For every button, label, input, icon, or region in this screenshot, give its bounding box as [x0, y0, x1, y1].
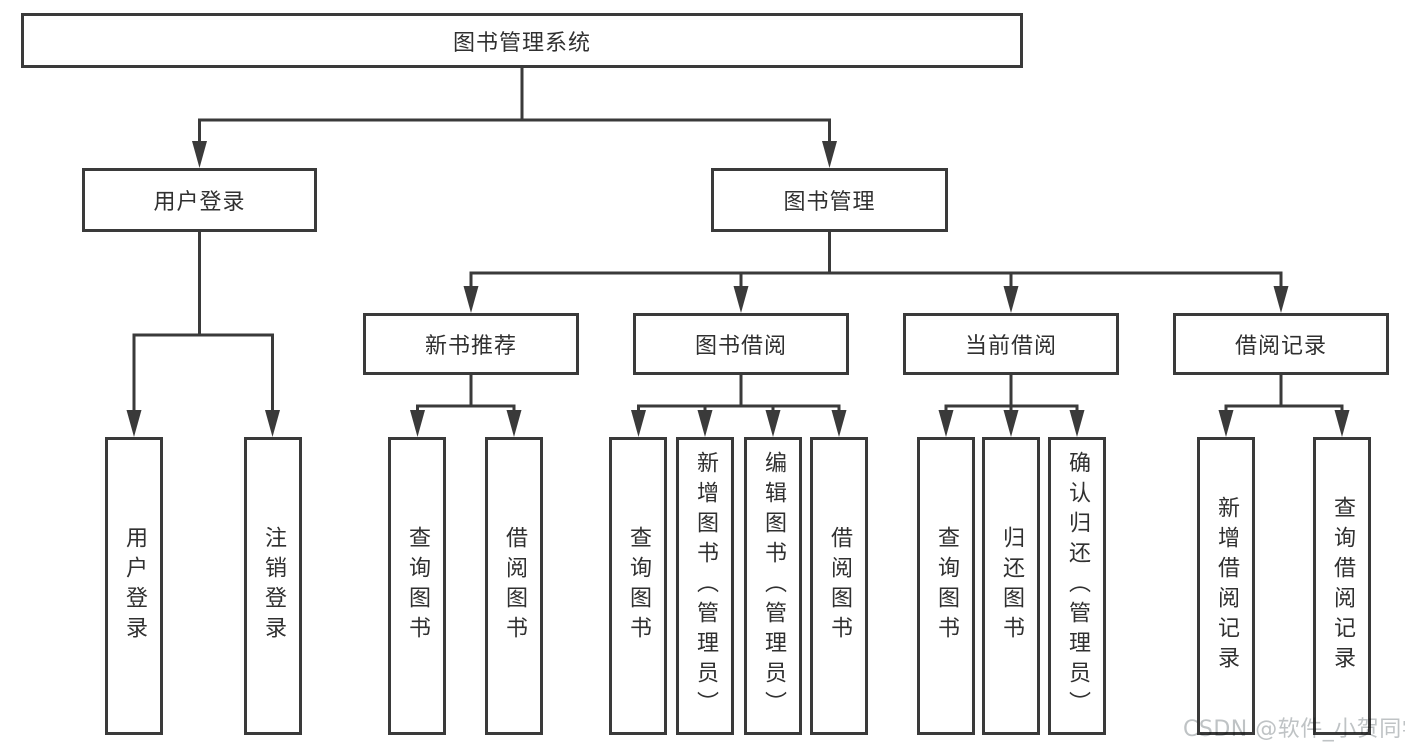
node-borrowing-records: 借阅记录	[1173, 313, 1389, 375]
node-new-book-recommendation: 新书推荐	[363, 313, 579, 375]
node-user-login-label: 用户登录	[153, 190, 246, 215]
leaf-edit-books-admin-label: 编辑图书（管理员）	[761, 451, 786, 721]
leaf-query-books-current-label: 查询图书	[934, 526, 959, 646]
csdn-watermark: CSDN @软件_小贺同学	[1183, 717, 1405, 742]
node-user-login: 用户登录	[82, 168, 317, 232]
leaf-query-books-current: 查询图书	[917, 437, 975, 735]
leaf-user-login-label: 用户登录	[122, 526, 147, 646]
node-new-book-recommendation-label: 新书推荐	[424, 334, 517, 359]
leaf-query-books-recommend-label: 查询图书	[405, 526, 430, 646]
node-book-borrowing: 图书借阅	[633, 313, 849, 375]
node-root-label: 图书管理系统	[452, 30, 591, 56]
leaf-add-books-admin: 新增图书（管理员）	[676, 437, 734, 735]
leaf-query-borrow-record: 查询借阅记录	[1313, 437, 1371, 735]
leaf-return-books: 归还图书	[982, 437, 1040, 735]
node-book-management: 图书管理	[711, 168, 948, 232]
leaf-borrow-books-borrowing: 借阅图书	[810, 437, 868, 735]
leaf-logout-label: 注销登录	[261, 526, 286, 646]
node-book-borrowing-label: 图书借阅	[694, 334, 787, 359]
leaf-query-borrow-record-label: 查询借阅记录	[1330, 496, 1355, 676]
node-borrowing-records-label: 借阅记录	[1234, 334, 1327, 359]
leaf-logout: 注销登录	[244, 437, 302, 735]
node-current-borrowing: 当前借阅	[903, 313, 1119, 375]
leaf-borrow-books-recommend-label: 借阅图书	[502, 526, 527, 646]
node-book-management-label: 图书管理	[783, 190, 876, 215]
leaf-query-books-recommend: 查询图书	[388, 437, 446, 735]
node-root: 图书管理系统	[21, 13, 1023, 68]
leaf-add-books-admin-label: 新增图书（管理员）	[693, 451, 718, 721]
leaf-query-books-borrowing: 查询图书	[609, 437, 667, 735]
leaf-query-books-borrowing-label: 查询图书	[626, 526, 651, 646]
leaf-confirm-return-admin: 确认归还（管理员）	[1048, 437, 1106, 735]
leaf-return-books-label: 归还图书	[999, 526, 1024, 646]
leaf-user-login: 用户登录	[105, 437, 163, 735]
leaf-borrow-books-borrowing-label: 借阅图书	[827, 526, 852, 646]
leaf-add-borrow-record: 新增借阅记录	[1197, 437, 1255, 735]
leaf-confirm-return-admin-label: 确认归还（管理员）	[1065, 451, 1090, 721]
leaf-add-borrow-record-label: 新增借阅记录	[1214, 496, 1239, 676]
leaf-edit-books-admin: 编辑图书（管理员）	[744, 437, 802, 735]
node-current-borrowing-label: 当前借阅	[964, 334, 1057, 359]
leaf-borrow-books-recommend: 借阅图书	[485, 437, 543, 735]
